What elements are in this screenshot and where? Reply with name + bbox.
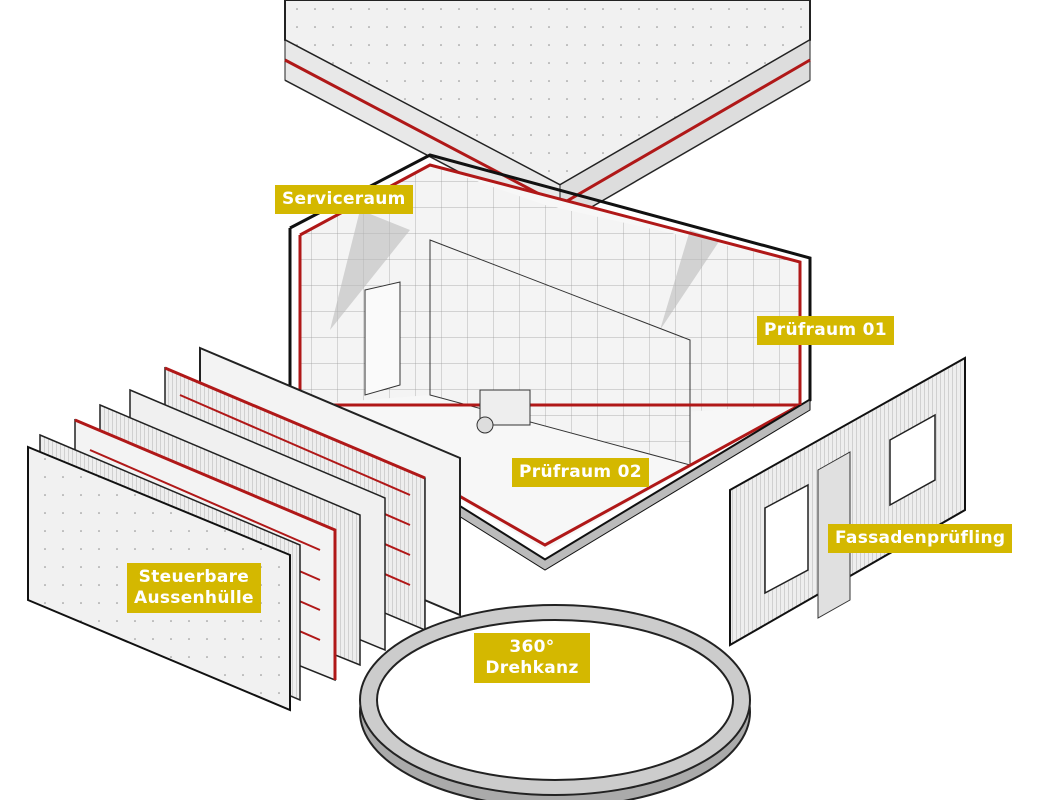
- ceiling-slab: [284, 0, 811, 227]
- label-pruefraum-02: Prüfraum 02: [512, 458, 649, 487]
- label-pruefraum-01: Prüfraum 01: [757, 316, 894, 345]
- label-serviceraum: Serviceraum: [275, 185, 413, 214]
- label-fassade: Fassadenprüfling: [828, 524, 1013, 553]
- facade-specimen: [729, 356, 966, 647]
- label-drehkranz: 360° Drehkanz: [474, 633, 590, 683]
- label-aussenhuelle: Steuerbare Aussenhülle: [127, 563, 261, 613]
- turntable-ring: [359, 604, 751, 800]
- exterior-shell-panels: [27, 346, 461, 712]
